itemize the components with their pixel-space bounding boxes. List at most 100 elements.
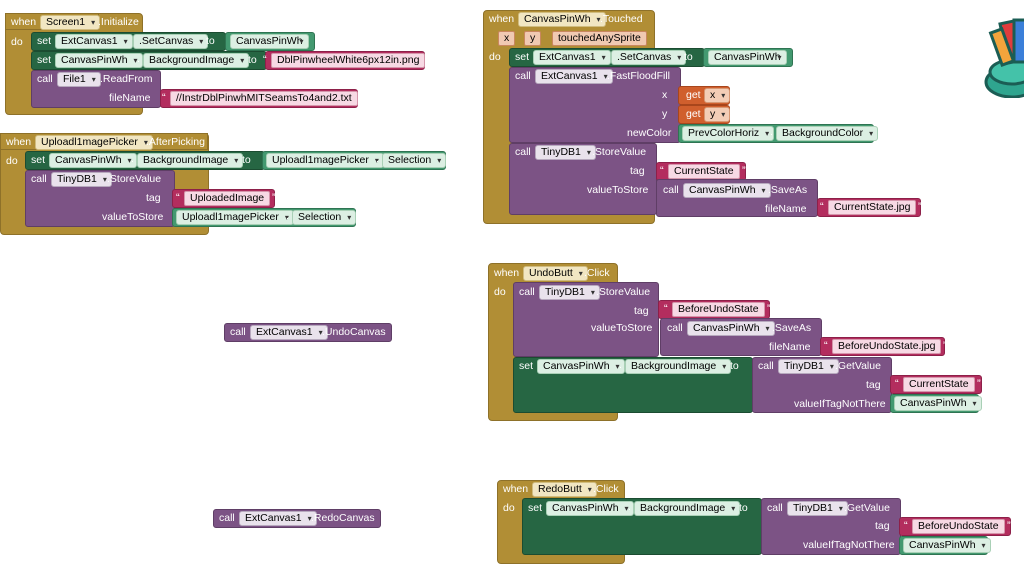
backgroundimage-dropdown[interactable]: BackgroundImage bbox=[143, 53, 250, 68]
to-keyword: to bbox=[739, 502, 748, 514]
file1-dropdown[interactable]: File1 bbox=[57, 72, 101, 87]
when-keyword: when bbox=[11, 16, 37, 28]
currentstate-string[interactable]: CurrentState bbox=[668, 164, 740, 179]
set-keyword: set bbox=[37, 35, 52, 47]
canvaspinwh-component-dropdown[interactable]: CanvasPinWh bbox=[518, 12, 606, 27]
call-keyword: call bbox=[219, 512, 235, 524]
storevalue-method-label: .StoreValue bbox=[596, 286, 651, 298]
canvaspinwh-dropdown[interactable]: CanvasPinWh bbox=[49, 153, 137, 168]
quote-mark: “ bbox=[660, 165, 664, 177]
backgroundimage-dropdown[interactable]: BackgroundImage bbox=[625, 359, 732, 374]
selection-dropdown[interactable]: Selection bbox=[292, 210, 357, 225]
tag-param-label: tag bbox=[634, 305, 649, 317]
undobutt-component-dropdown[interactable]: UndoButt bbox=[523, 266, 588, 281]
extcanvas1-dropdown[interactable]: ExtCanvas1 bbox=[250, 325, 328, 340]
picker-dropdown[interactable]: Uploadl1magePicker bbox=[266, 153, 384, 168]
tag-param-label: tag bbox=[875, 520, 890, 532]
quote-mark: “ bbox=[263, 54, 267, 66]
canvaspinwh-dropdown[interactable]: CanvasPinWh bbox=[687, 321, 775, 336]
valuetostore-param-label: valueToStore bbox=[102, 211, 164, 223]
when-keyword: when bbox=[503, 483, 529, 495]
quote-mark: ” bbox=[943, 340, 947, 352]
quote-mark: “ bbox=[176, 192, 180, 204]
quote-mark: ” bbox=[977, 378, 981, 390]
currentstate-jpg-string[interactable]: CurrentState.jpg bbox=[828, 200, 917, 215]
do-keyword: do bbox=[489, 51, 501, 63]
call-keyword: call bbox=[37, 73, 53, 85]
tag-param-label: tag bbox=[630, 165, 645, 177]
get-y-dropdown[interactable]: y bbox=[704, 107, 731, 122]
canvaspinwh-dropdown[interactable]: CanvasPinWh bbox=[894, 396, 982, 411]
param-y-chip[interactable]: y bbox=[524, 31, 542, 46]
instr-filename-string[interactable]: //InstrDblPinwhMITSeamsTo4and2.txt bbox=[170, 91, 358, 106]
saveas-method-label: .SaveAs bbox=[768, 184, 808, 196]
canvaspinwh-dropdown[interactable]: CanvasPinWh bbox=[903, 538, 991, 553]
tinydb1-dropdown[interactable]: TinyDB1 bbox=[51, 172, 112, 187]
quote-mark: ” bbox=[767, 303, 771, 315]
get-keyword: get bbox=[686, 108, 701, 120]
call-keyword: call bbox=[31, 173, 47, 185]
get-x-dropdown[interactable]: x bbox=[704, 88, 731, 103]
backgroundcolor-dropdown[interactable]: BackgroundColor bbox=[776, 126, 879, 141]
tinydb1-dropdown[interactable]: TinyDB1 bbox=[787, 501, 848, 516]
canvaspinwh-dropdown[interactable]: CanvasPinWh bbox=[546, 501, 634, 516]
canvaspinwh-dropdown[interactable]: CanvasPinWh bbox=[537, 359, 625, 374]
extcanvas1-dropdown[interactable]: ExtCanvas1 bbox=[533, 50, 611, 65]
touched-event-label: .Touched bbox=[600, 13, 643, 25]
screen1-component-dropdown[interactable]: Screen1 bbox=[40, 15, 101, 30]
set-keyword: set bbox=[37, 54, 52, 66]
backpack-icon[interactable] bbox=[982, 12, 1024, 98]
setcanvas-dropdown[interactable]: .SetCanvas bbox=[133, 34, 209, 49]
getvalue-method-label: .GetValue bbox=[835, 360, 881, 372]
dot-separator: . bbox=[619, 359, 622, 371]
extcanvas1-dropdown[interactable]: ExtCanvas1 bbox=[55, 34, 133, 49]
undocanvas-method-label: .UndoCanvas bbox=[322, 326, 386, 338]
set-keyword: set bbox=[519, 360, 534, 372]
canvaspinwh-value[interactable]: CanvasPinWh bbox=[708, 50, 787, 65]
extcanvas1-dropdown[interactable]: ExtCanvas1 bbox=[239, 511, 317, 526]
quote-mark: “ bbox=[904, 520, 908, 532]
beforeundostate-string[interactable]: BeforeUndoState bbox=[672, 302, 765, 317]
canvaspinwh-value[interactable]: CanvasPinWh bbox=[230, 34, 309, 49]
click-event-label: .Click bbox=[593, 483, 619, 495]
storevalue-method-label: .StoreValue bbox=[592, 146, 647, 158]
beforeundostate-string[interactable]: BeforeUndoState bbox=[912, 519, 1005, 534]
backgroundimage-dropdown[interactable]: BackgroundImage bbox=[137, 153, 244, 168]
fastfloodfill-method-label: .FastFloodFill bbox=[607, 70, 671, 82]
beforeundostate-jpg-string[interactable]: BeforeUndoState.jpg bbox=[832, 339, 942, 354]
tinydb1-dropdown[interactable]: TinyDB1 bbox=[535, 145, 596, 160]
tag-param-label: tag bbox=[146, 192, 161, 204]
dot-separator: . bbox=[770, 126, 773, 138]
currentstate-string[interactable]: CurrentState bbox=[903, 377, 975, 392]
dot-separator: . bbox=[137, 53, 140, 65]
click-event-label: .Click bbox=[584, 267, 610, 279]
redobutt-component-dropdown[interactable]: RedoButt bbox=[532, 482, 597, 497]
storevalue-method-label: .StoreValue bbox=[107, 173, 162, 185]
canvaspinwh-dropdown[interactable]: CanvasPinWh bbox=[55, 53, 143, 68]
param-x-chip[interactable]: x bbox=[498, 31, 516, 46]
do-keyword: do bbox=[494, 286, 506, 298]
prevcolorhoriz-dropdown[interactable]: PrevColorHoriz bbox=[682, 126, 775, 141]
dot-separator: . bbox=[286, 210, 289, 222]
extcanvas1-dropdown[interactable]: ExtCanvas1 bbox=[535, 69, 613, 84]
uploadimagepicker-component-dropdown[interactable]: Uploadl1magePicker bbox=[35, 135, 153, 150]
tinydb1-dropdown[interactable]: TinyDB1 bbox=[539, 285, 600, 300]
setcanvas-dropdown[interactable]: .SetCanvas bbox=[611, 50, 687, 65]
when-keyword: when bbox=[6, 136, 32, 148]
tinydb1-dropdown[interactable]: TinyDB1 bbox=[778, 359, 839, 374]
set-keyword: set bbox=[528, 502, 543, 514]
valuetostore-param-label: valueToStore bbox=[591, 322, 653, 334]
backgroundimage-dropdown[interactable]: BackgroundImage bbox=[634, 501, 741, 516]
filename-param-label: fileName bbox=[765, 203, 807, 215]
picker-dropdown[interactable]: Uploadl1magePicker bbox=[176, 210, 294, 225]
afterpicking-event-label: .AfterPicking bbox=[146, 136, 205, 148]
uploadedimage-string[interactable]: UploadedImage bbox=[184, 191, 271, 206]
pinwheel-image-string[interactable]: DblPinwheelWhite6px12in.png bbox=[271, 53, 426, 68]
set-keyword: set bbox=[515, 51, 530, 63]
selection-dropdown[interactable]: Selection bbox=[382, 153, 447, 168]
quote-mark: “ bbox=[824, 340, 828, 352]
saveas-method-label: .SaveAs bbox=[772, 322, 812, 334]
canvaspinwh-dropdown[interactable]: CanvasPinWh bbox=[683, 183, 771, 198]
to-keyword: to bbox=[730, 360, 739, 372]
param-touchedanysprite-chip[interactable]: touchedAnySprite bbox=[552, 31, 647, 46]
